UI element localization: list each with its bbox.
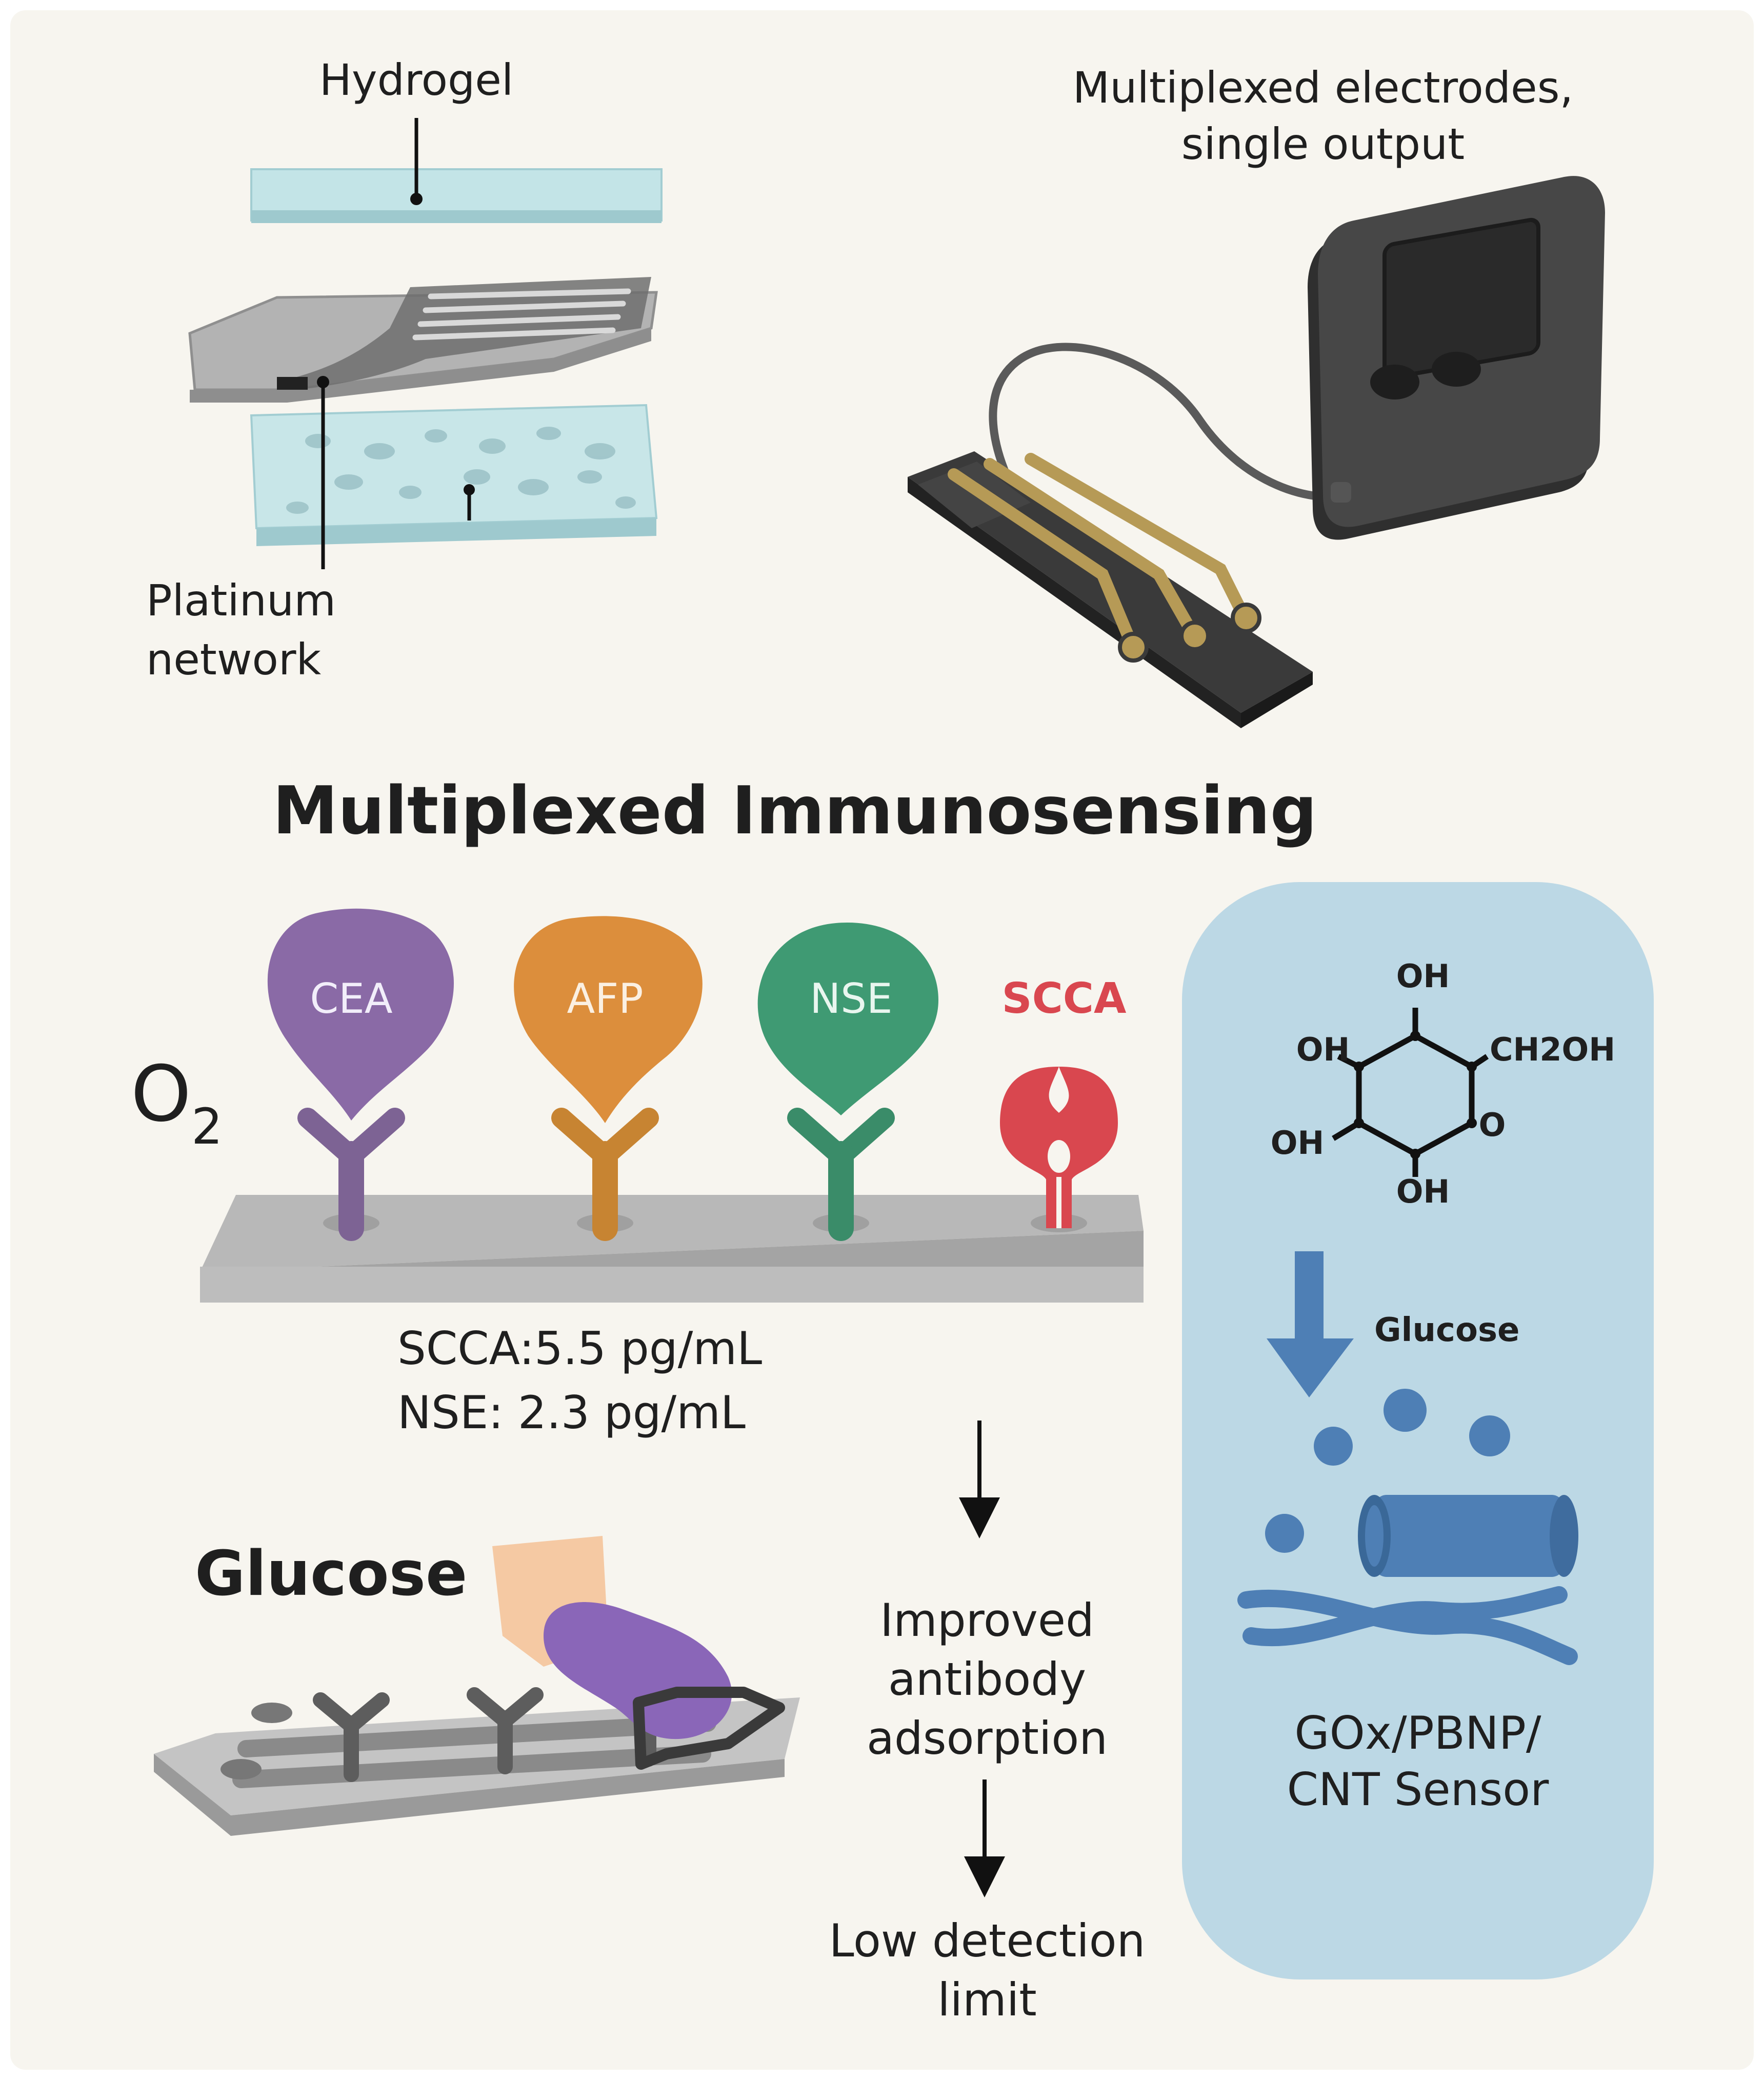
improved-line2: antibody <box>888 1653 1086 1706</box>
glucose-panel: OH OH CH2OH OH O OH Glucose <box>1182 882 1654 1979</box>
glucose-arrow-label: Glucose <box>1374 1311 1519 1349</box>
mol-o: O <box>1479 1106 1506 1144</box>
mol-oh-left: OH <box>1296 1031 1350 1068</box>
main-title: Multiplexed Immunosensing <box>273 773 1317 849</box>
immuno-substrate <box>200 1195 1144 1303</box>
glucose-panel-bg <box>1182 882 1654 1979</box>
mol-oh-top: OH <box>1396 957 1450 995</box>
o2-main: O <box>131 1050 191 1139</box>
meter-device <box>908 176 1605 728</box>
lowlimit-line2: limit <box>937 1973 1037 2026</box>
o2-label: O2 <box>131 1050 223 1155</box>
hydrogel-top-slab <box>250 168 663 223</box>
scca-probe: SCCA <box>1000 974 1127 1228</box>
afp-blob <box>514 916 703 1123</box>
meter-label-line1: Multiplexed electrodes, <box>1073 63 1573 113</box>
purple-enzyme <box>544 1602 732 1739</box>
sensor-label-line1: GOx/PBNP/ <box>1294 1707 1541 1759</box>
glucose-title: Glucose <box>195 1538 467 1610</box>
carbon-nanotube <box>1358 1495 1578 1577</box>
meter-label-line2: single output <box>1181 119 1465 169</box>
meter-button-right <box>1432 352 1481 387</box>
scca-label: SCCA <box>1002 974 1127 1023</box>
improved-line3: adsorption <box>867 1712 1108 1765</box>
glucose-down-arrow <box>1267 1251 1354 1397</box>
nanoparticles <box>1265 1389 1510 1553</box>
limit-scca: SCCA:5.5 pg/mL <box>397 1322 762 1375</box>
cea-probe: CEA <box>267 908 454 1241</box>
mol-oh-bottom: OH <box>1396 1173 1450 1210</box>
glucose-strip <box>154 1536 800 1836</box>
nse-label: NSE <box>810 975 892 1023</box>
gold-traces <box>948 453 1247 642</box>
lowlimit-line1: Low detection <box>829 1914 1146 1967</box>
afp-label: AFP <box>567 975 644 1023</box>
electrode-strip <box>908 451 1313 728</box>
nse-blob <box>757 923 938 1115</box>
afp-probe: AFP <box>514 916 703 1241</box>
platinum-plate <box>188 277 658 403</box>
hydrogel-stack <box>188 118 663 569</box>
cea-label: CEA <box>310 975 392 1023</box>
hydrogel-label: Hydrogel <box>319 55 514 105</box>
meter-cable <box>989 343 1368 537</box>
meter-button-left <box>1370 365 1419 399</box>
o2-sub: 2 <box>191 1098 223 1155</box>
platinum-lines <box>412 288 631 341</box>
meter-body <box>1308 176 1605 540</box>
nse-probe: NSE <box>757 923 938 1241</box>
mol-oh-lower-left: OH <box>1271 1124 1325 1162</box>
platinum-label-line1: Platinum <box>146 575 336 626</box>
cnt-fibers <box>1237 1586 1578 1665</box>
limit-nse: NSE: 2.3 pg/mL <box>397 1386 746 1439</box>
sensor-label-line2: CNT Sensor <box>1287 1763 1549 1816</box>
improved-line1: Improved <box>880 1594 1094 1647</box>
mol-ch2oh: CH2OH <box>1490 1031 1615 1068</box>
cea-blob <box>267 908 454 1121</box>
platinum-label-line2: network <box>146 634 321 685</box>
hydrogel-bottom-slab <box>250 404 658 546</box>
